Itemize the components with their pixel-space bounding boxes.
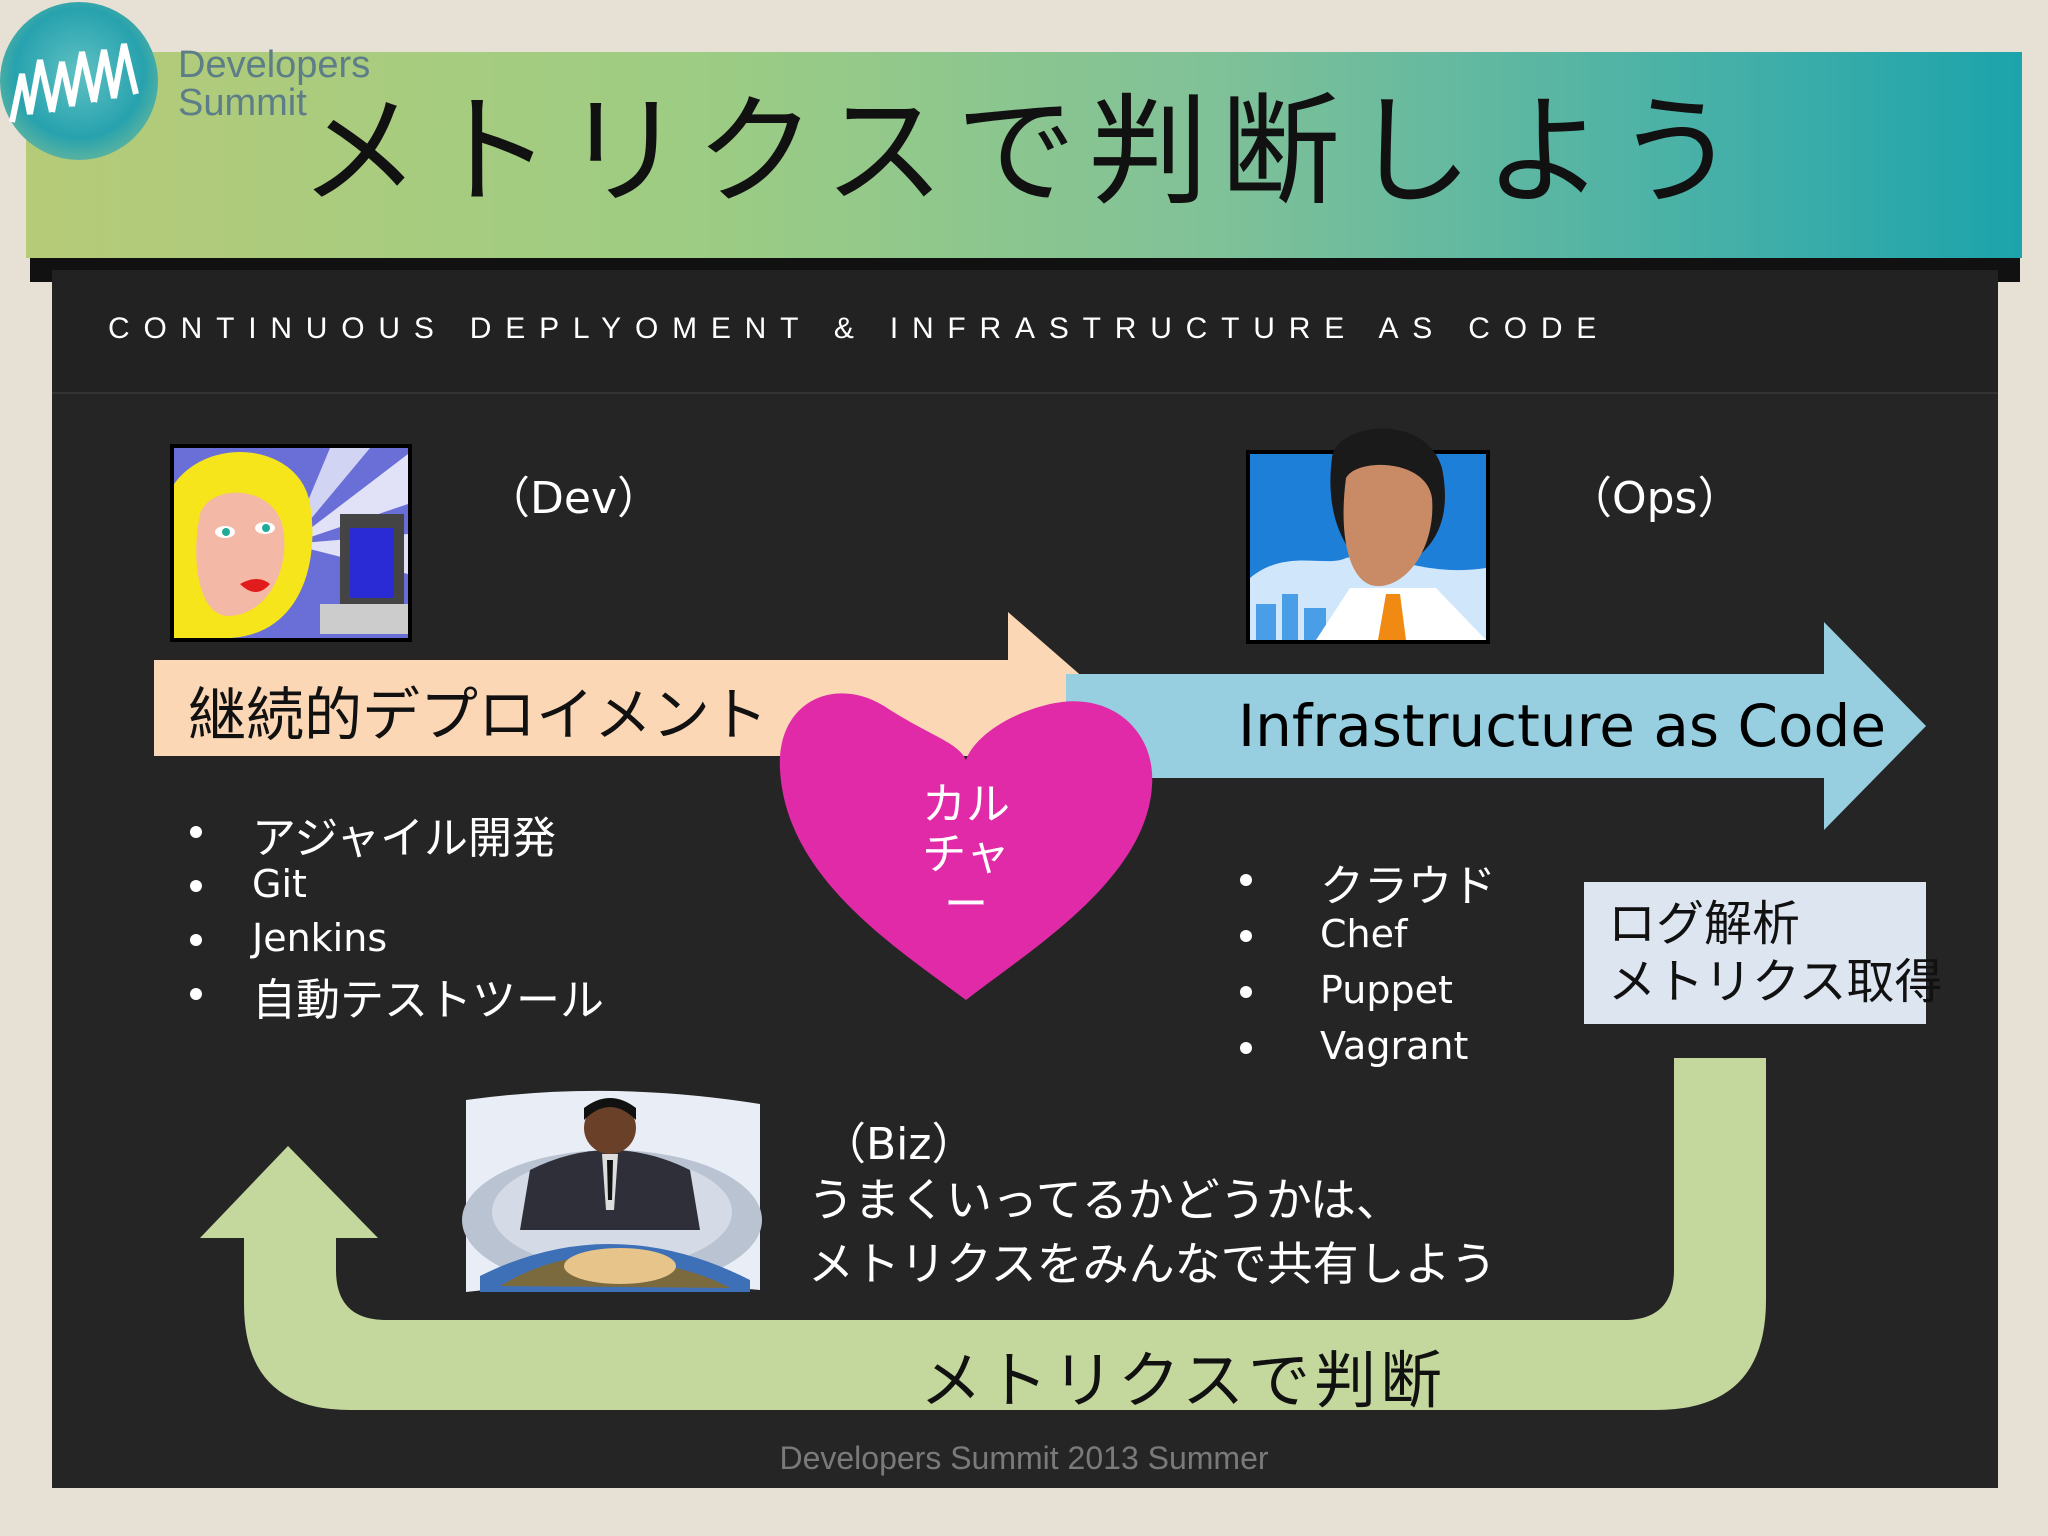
ops-label: （Ops）: [1568, 473, 1742, 524]
log-analysis-box: ログ解析 メトリクス取得: [1584, 882, 1943, 1024]
ops-item-text: Vagrant: [1320, 1024, 1469, 1068]
culture-heart: [779, 693, 1153, 1000]
bullet-dot: [1240, 1042, 1252, 1054]
biz-label: （Biz）: [822, 1119, 976, 1170]
loop-arrow: [200, 1058, 1766, 1410]
dev-arrow-text: 継続的デプロイメント: [188, 681, 769, 749]
ops-item-text: Puppet: [1320, 968, 1453, 1012]
ops-arrow-text: Infrastructure as Code: [1238, 692, 1886, 760]
business-man-illustration: [462, 1090, 762, 1292]
logo-text: Developers Summit: [178, 46, 370, 122]
dev-item-text: アジャイル開発: [252, 813, 557, 864]
dev-item-text: 自動テストツール: [252, 975, 604, 1026]
operator-man-illustration: [1246, 428, 1490, 644]
culture-line-1: カル: [922, 779, 1010, 830]
bullet-dot: [1240, 930, 1252, 942]
culture-label: カル チャー: [906, 780, 1026, 930]
page-title: メトリクスで判断しよう: [299, 83, 1749, 222]
title-banner: [26, 52, 2022, 258]
culture-line-2: チャー: [922, 829, 1010, 930]
bullet-dot: [1240, 874, 1252, 886]
biz-line-1: うまくいってるかどうかは、: [808, 1173, 1402, 1227]
box-line-2: メトリクス取得: [1608, 954, 1943, 1010]
biz-line-2: メトリクスをみんなで共有しよう: [808, 1237, 1497, 1291]
ops-item-text: Chef: [1320, 912, 1408, 956]
bullet-dot: [190, 880, 202, 892]
subheader-text: CONTINUOUS DEPLYOMENT & INFRASTRUCTURE A…: [108, 312, 1611, 345]
dev-item-text: Git: [252, 862, 307, 906]
box-line-1: ログ解析: [1608, 896, 1801, 952]
ops-arrow: [1066, 622, 1926, 830]
logo-line-2: Summit: [178, 82, 307, 124]
loop-arrow-text: メトリクスで判断: [920, 1344, 1447, 1417]
dev-item-text: Jenkins: [252, 916, 388, 960]
bullet-dot: [1240, 986, 1252, 998]
subheader-bar: [52, 270, 1998, 394]
bullet-dot: [190, 988, 202, 1000]
bullet-dot: [190, 934, 202, 946]
logo-line-1: Developers: [178, 44, 371, 86]
footer-text: Developers Summit 2013 Summer: [779, 1440, 1269, 1476]
ops-item-text: クラウド: [1320, 861, 1496, 912]
developer-woman-illustration: [170, 444, 412, 642]
logo-mark: [0, 2, 158, 160]
bullet-dot: [190, 826, 202, 838]
dev-label: （Dev）: [486, 473, 661, 524]
